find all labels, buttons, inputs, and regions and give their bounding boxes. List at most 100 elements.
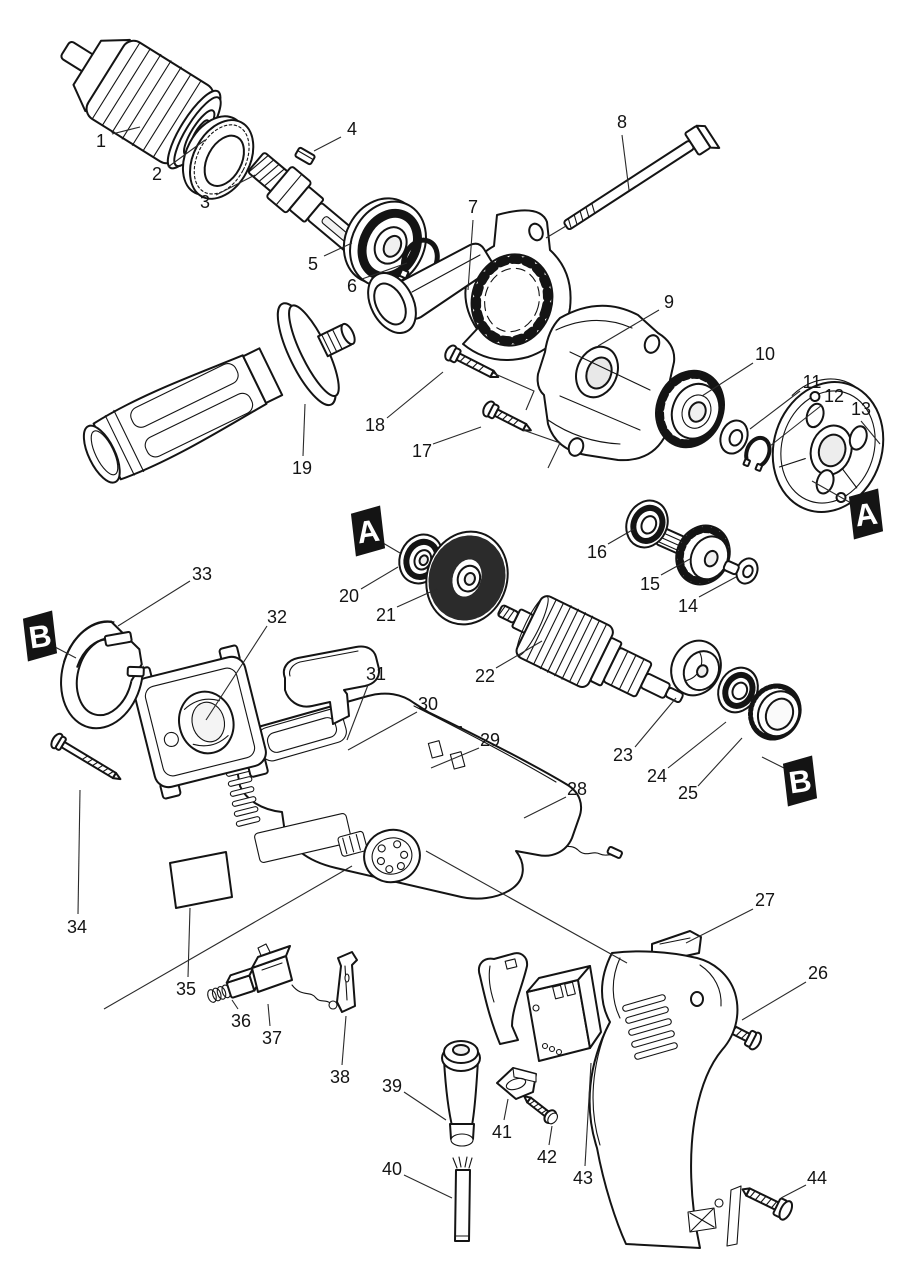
part-number-label-30: 30 — [418, 694, 438, 714]
part-30-motor-housing — [225, 692, 583, 900]
part-7-gear-housing-cover — [367, 209, 572, 361]
part-number-label-35: 35 — [176, 979, 196, 999]
leader-line-35 — [187, 907, 191, 978]
part-35-label-plate — [169, 851, 233, 909]
part-15-pinion-gear — [655, 524, 740, 586]
part-8-long-bolt — [563, 124, 721, 231]
part-number-label-10: 10 — [755, 344, 775, 364]
labels-layer: 1234567891011121314151617181920212223242… — [22, 112, 884, 1199]
part-number-label-23: 23 — [613, 745, 633, 765]
part-23-retainer-disc — [670, 639, 722, 697]
part-number-label-21: 21 — [376, 605, 396, 625]
leader-line-44 — [780, 1184, 807, 1199]
part-27-handle-cover — [588, 930, 742, 1249]
leader-line-18 — [386, 371, 444, 419]
part-number-label-4: 4 — [347, 119, 357, 139]
leader-line-9 — [597, 309, 660, 347]
leader-line-8 — [621, 134, 630, 191]
part-number-label-42: 42 — [537, 1147, 557, 1167]
part-11-flat-washer — [719, 419, 749, 455]
part-13-bearing-retainer-plate — [771, 378, 885, 513]
part-42-screw — [523, 1095, 559, 1125]
part-39-cord-guard — [441, 1040, 481, 1147]
part-number-label-44: 44 — [807, 1168, 827, 1188]
part-16-ball-bearing — [625, 499, 669, 549]
section-marker-B-2: B — [22, 610, 58, 662]
part-43-switch — [478, 952, 602, 1062]
marker-leader-line-A-0 — [382, 542, 401, 554]
marker-leader-line-A-1 — [811, 480, 852, 504]
leader-line-33 — [117, 580, 191, 627]
part-12-retaining-ring — [742, 435, 772, 472]
leader-line-23 — [634, 697, 677, 748]
part-number-label-17: 17 — [412, 441, 432, 461]
part-33-brush-holder-ring — [60, 614, 158, 730]
part-number-label-1: 1 — [96, 131, 106, 151]
part-number-label-14: 14 — [678, 596, 698, 616]
section-marker-A-0: A — [350, 505, 386, 557]
part-number-label-33: 33 — [192, 564, 212, 584]
leader-line-14 — [698, 576, 737, 598]
part-17-screw — [482, 400, 532, 432]
part-32-field-stator — [131, 644, 269, 800]
leader-line-40 — [403, 1174, 453, 1199]
part-number-label-11: 11 — [803, 372, 822, 392]
part-38-lock-button — [336, 951, 358, 1013]
leader-line-41 — [503, 1098, 509, 1121]
section-marker-letter: B — [27, 618, 54, 656]
leader-line-34 — [77, 789, 81, 915]
part-22-armature — [497, 595, 684, 704]
leader-line-32 — [205, 625, 268, 721]
leader-line-1 — [111, 126, 141, 135]
part-number-label-16: 16 — [587, 542, 607, 562]
part-number-label-12: 12 — [824, 386, 844, 406]
leader-line-22 — [495, 640, 543, 669]
leader-line-30 — [347, 711, 418, 751]
leader-line-10 — [701, 362, 754, 397]
part-number-label-32: 32 — [267, 607, 287, 627]
leader-line-21 — [396, 588, 438, 608]
leader-line-11 — [749, 390, 801, 430]
leader-line-37 — [267, 1003, 271, 1027]
leader-line-36 — [231, 999, 239, 1010]
part-number-label-31: 31 — [366, 664, 386, 684]
leader-line-15 — [660, 558, 691, 576]
part-31-housing-cover — [282, 645, 381, 725]
leader-line-38 — [341, 1015, 347, 1066]
leader-line-39 — [403, 1091, 447, 1121]
part-36-carbon-brush — [207, 966, 260, 1003]
part-14-flat-washer — [735, 557, 759, 585]
part-21-fan — [425, 530, 509, 626]
part-19-side-handle — [82, 302, 356, 484]
part-number-label-20: 20 — [339, 586, 359, 606]
marker-leader-line-B-3 — [761, 756, 787, 770]
leader-line-4 — [313, 136, 342, 152]
part-number-label-2: 2 — [152, 164, 162, 184]
part-number-label-15: 15 — [640, 574, 660, 594]
leader-line-43 — [584, 1062, 592, 1167]
section-marker-letter: B — [787, 763, 814, 801]
part-number-label-5: 5 — [308, 254, 318, 274]
leader-line-17 — [432, 426, 482, 445]
part-number-label-28: 28 — [567, 779, 587, 799]
part-number-label-8: 8 — [617, 112, 627, 132]
leader-line-29 — [430, 747, 480, 769]
leader-line-31 — [346, 684, 369, 741]
part-34-long-screw — [50, 732, 122, 781]
section-marker-letter: A — [355, 513, 382, 551]
leader-line-16 — [607, 528, 635, 545]
leader-line-3 — [215, 174, 256, 196]
leader-line-13 — [860, 420, 881, 445]
leader-line-25 — [697, 737, 743, 787]
part-44-screw — [741, 1187, 794, 1221]
leader-line-42 — [548, 1125, 553, 1146]
part-number-label-7: 7 — [468, 197, 478, 217]
part-24-ball-bearing — [717, 666, 759, 714]
part-25-rubber-ring — [747, 683, 802, 741]
section-marker-A-1: A — [848, 488, 884, 540]
part-number-label-36: 36 — [231, 1011, 251, 1031]
part-41-cord-clamp — [496, 1067, 537, 1100]
part-number-label-40: 40 — [382, 1159, 402, 1179]
part-4-key — [294, 146, 316, 166]
